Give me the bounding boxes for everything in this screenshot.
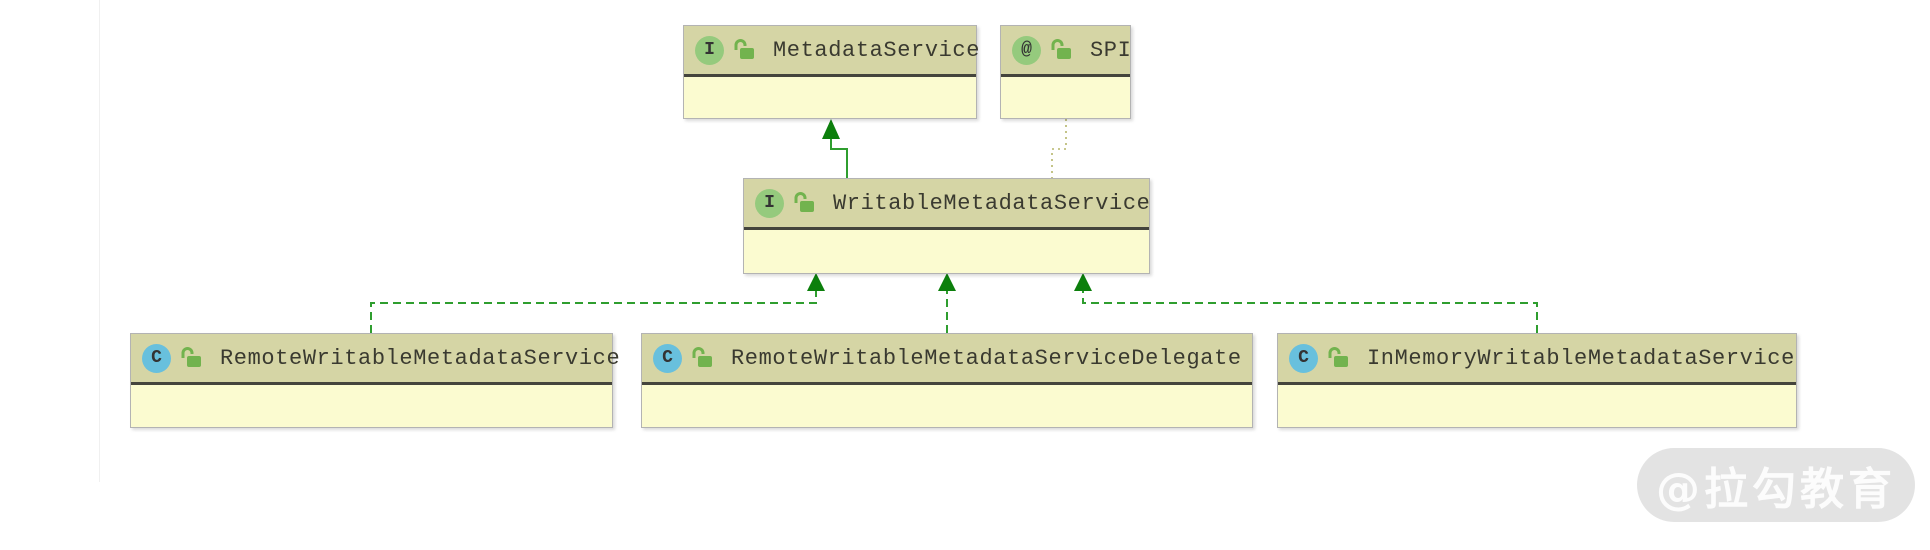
- node-label: RemoteWritableMetadataService: [220, 345, 621, 371]
- public-unlock-icon: [792, 190, 818, 216]
- class-node-metadataservice[interactable]: I MetadataService: [683, 25, 979, 119]
- public-unlock-icon: [732, 37, 758, 63]
- public-unlock-icon: [179, 345, 205, 371]
- class-icon: C: [142, 343, 171, 373]
- node-body: [642, 385, 1252, 427]
- public-unlock-icon: [690, 345, 716, 371]
- node-body: [1278, 385, 1796, 427]
- edge-extends-writable-to-metadataservice: [830, 139, 848, 179]
- node-label: RemoteWritableMetadataServiceDelegate: [731, 345, 1242, 371]
- canvas-edge-line: [99, 0, 100, 482]
- public-unlock-icon: [1326, 345, 1352, 371]
- class-node-remotewritablemetadataservice[interactable]: C RemoteWritableMetadataService: [130, 333, 620, 428]
- class-node-spi[interactable]: @ SPI: [1000, 25, 1131, 119]
- interface-icon: I: [755, 188, 784, 218]
- node-header: C RemoteWritableMetadataService: [131, 334, 620, 385]
- edge-implements-remote-to-writable: [370, 291, 817, 333]
- edge-arrowhead-writable-left: [807, 273, 825, 291]
- node-label: WritableMetadataService: [833, 190, 1151, 216]
- class-node-writablemetadataservice[interactable]: I WritableMetadataService: [743, 178, 1150, 274]
- class-node-inmemorywritablemetadataservice[interactable]: C InMemoryWritableMetadataService: [1277, 333, 1797, 428]
- class-node-remotewritablemetadataservicedelegate[interactable]: C RemoteWritableMetadataServiceDelegate: [641, 333, 1253, 428]
- node-label: InMemoryWritableMetadataService: [1367, 345, 1795, 371]
- node-header: @ SPI: [1001, 26, 1132, 77]
- annotation-icon: @: [1012, 35, 1041, 65]
- watermark-badge: @拉勾教育: [1637, 448, 1915, 522]
- node-label: MetadataService: [773, 37, 981, 63]
- interface-icon: I: [695, 35, 724, 65]
- node-header: C RemoteWritableMetadataServiceDelegate: [642, 334, 1252, 385]
- edge-arrowhead-writable-center: [938, 273, 956, 291]
- public-unlock-icon: [1049, 37, 1075, 63]
- edge-implements-inmemory-to-writable: [1082, 291, 1538, 333]
- class-icon: C: [653, 343, 682, 373]
- node-body: [131, 385, 612, 427]
- edge-arrowhead-writable-right: [1074, 273, 1092, 291]
- watermark-text: @拉勾教育: [1656, 464, 1896, 515]
- node-header: I MetadataService: [684, 26, 979, 77]
- node-header: I WritableMetadataService: [744, 179, 1151, 230]
- node-body: [1001, 77, 1130, 118]
- node-body: [744, 230, 1149, 273]
- node-body: [684, 77, 976, 118]
- node-label: SPI: [1090, 37, 1132, 63]
- node-header: C InMemoryWritableMetadataService: [1278, 334, 1796, 385]
- edge-annotation-spi-to-writable: [1051, 119, 1067, 178]
- class-icon: C: [1289, 343, 1318, 373]
- edge-arrowhead-metadataservice: [822, 119, 840, 139]
